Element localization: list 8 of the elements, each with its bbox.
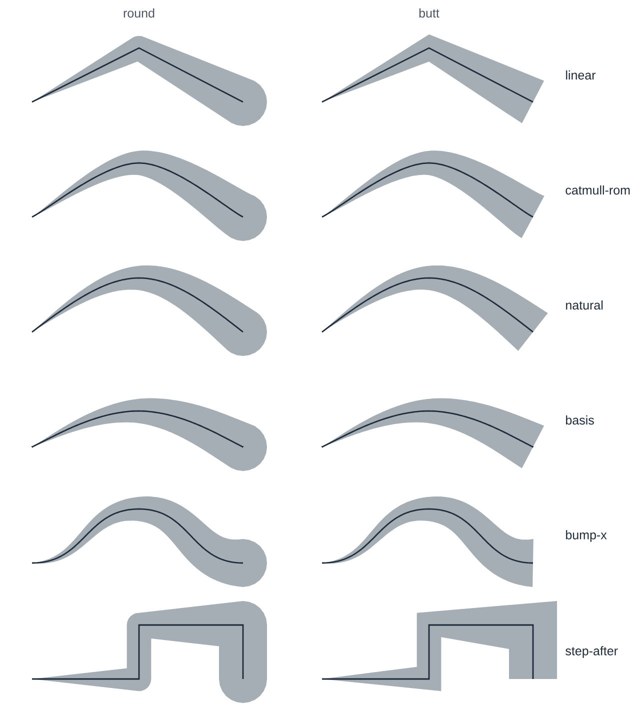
curve-type-label: step-after [566, 646, 618, 658]
curve-type-label: linear [566, 70, 596, 80]
column-heading: round [124, 8, 154, 18]
curve-type-label: catmull-rom [566, 185, 630, 195]
curve-type-label: natural [566, 300, 603, 310]
column-heading: butt [419, 8, 440, 18]
curve-type-label: bump-x [566, 530, 607, 542]
curve-type-label: basis [566, 415, 594, 425]
